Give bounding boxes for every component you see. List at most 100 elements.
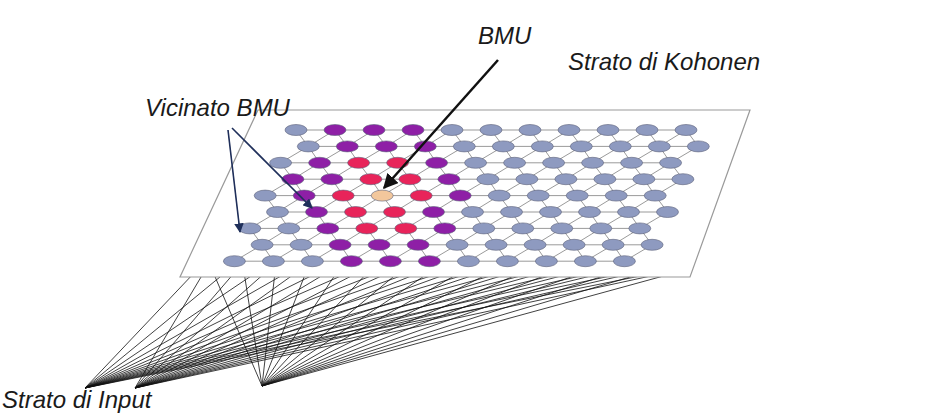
neuron	[543, 157, 565, 168]
neuron	[492, 141, 514, 152]
neuron	[519, 125, 541, 136]
input-connection	[262, 272, 523, 386]
neuron	[418, 256, 440, 267]
neuron	[262, 256, 284, 267]
input-connection	[85, 272, 412, 388]
neuron	[501, 207, 523, 218]
input-connection	[85, 272, 660, 388]
neuron	[629, 223, 651, 234]
grid-mesh	[234, 130, 698, 261]
neuron	[644, 190, 666, 201]
neuron	[329, 239, 351, 250]
neuron	[457, 256, 479, 267]
neuron	[555, 174, 577, 185]
neuron	[375, 141, 397, 152]
neuron	[558, 125, 580, 136]
neuron	[512, 223, 534, 234]
input-connection	[262, 272, 647, 386]
neuron	[251, 239, 273, 250]
input-connection	[85, 272, 598, 388]
input-connection	[262, 272, 585, 386]
input-connection	[262, 272, 678, 386]
neuron	[488, 190, 510, 201]
input-connection	[135, 272, 607, 388]
neuron	[324, 125, 346, 136]
neuron	[621, 157, 643, 168]
neuron	[254, 190, 276, 201]
neuron	[574, 256, 596, 267]
neuron	[563, 239, 585, 250]
neuron	[441, 125, 463, 136]
input-connection	[85, 272, 629, 388]
kohonen-plane	[180, 110, 750, 277]
neighborhood-pointer	[228, 130, 240, 232]
neuron	[379, 256, 401, 267]
neuron	[317, 223, 339, 234]
input-connection	[135, 272, 390, 388]
neuron	[446, 239, 468, 250]
neuron	[282, 174, 304, 185]
neighborhood-pointer	[232, 128, 312, 208]
neuron	[594, 174, 616, 185]
neuron	[633, 174, 655, 185]
neuron	[609, 141, 631, 152]
neuron-grid	[223, 125, 709, 267]
neuron	[648, 141, 670, 152]
neuron	[540, 207, 562, 218]
neuron	[426, 157, 448, 168]
neuron	[438, 174, 460, 185]
neuron	[480, 125, 502, 136]
neuron	[477, 174, 499, 185]
neuron	[270, 157, 292, 168]
neuron	[360, 174, 382, 185]
neuron	[524, 239, 546, 250]
layer-label: Strato di Input	[2, 386, 151, 414]
neuron	[531, 141, 553, 152]
neuron	[348, 157, 370, 168]
input-connection	[135, 272, 669, 388]
neuron	[527, 190, 549, 201]
input-connections	[85, 272, 678, 388]
neuron	[675, 125, 697, 136]
bmu-neuron	[371, 190, 393, 201]
neuron	[687, 141, 709, 152]
neuron	[672, 174, 694, 185]
bmu-label: BMU	[478, 22, 531, 50]
neuron	[301, 256, 323, 267]
input-connection	[135, 272, 235, 388]
neuron	[516, 174, 538, 185]
bmu-pointer	[384, 60, 498, 188]
input-connection	[85, 272, 567, 388]
neuron	[504, 157, 526, 168]
input-connection	[135, 272, 204, 388]
neuron	[332, 190, 354, 201]
neuron	[605, 190, 627, 201]
neuron	[407, 239, 429, 250]
neuron	[618, 207, 640, 218]
neuron	[223, 256, 245, 267]
neuron	[636, 125, 658, 136]
input-connection	[135, 272, 576, 388]
neuron	[496, 256, 518, 267]
neuron	[434, 223, 456, 234]
input-connection	[262, 272, 399, 386]
neuron	[309, 157, 331, 168]
neuron	[465, 157, 487, 168]
input-connection	[213, 272, 262, 386]
input-connection	[262, 272, 430, 386]
neuron	[590, 223, 612, 234]
neuron	[340, 256, 362, 267]
input-connection	[262, 272, 616, 386]
neuron	[641, 239, 663, 250]
neuron	[402, 125, 424, 136]
neuron	[423, 207, 445, 218]
neuron	[336, 141, 358, 152]
neuron	[473, 223, 495, 234]
neuron	[399, 174, 421, 185]
layer-label: Strato di Kohonen	[568, 48, 760, 76]
neuron	[570, 141, 592, 152]
neuron	[566, 190, 588, 201]
neuron	[410, 190, 432, 201]
neuron	[453, 141, 475, 152]
